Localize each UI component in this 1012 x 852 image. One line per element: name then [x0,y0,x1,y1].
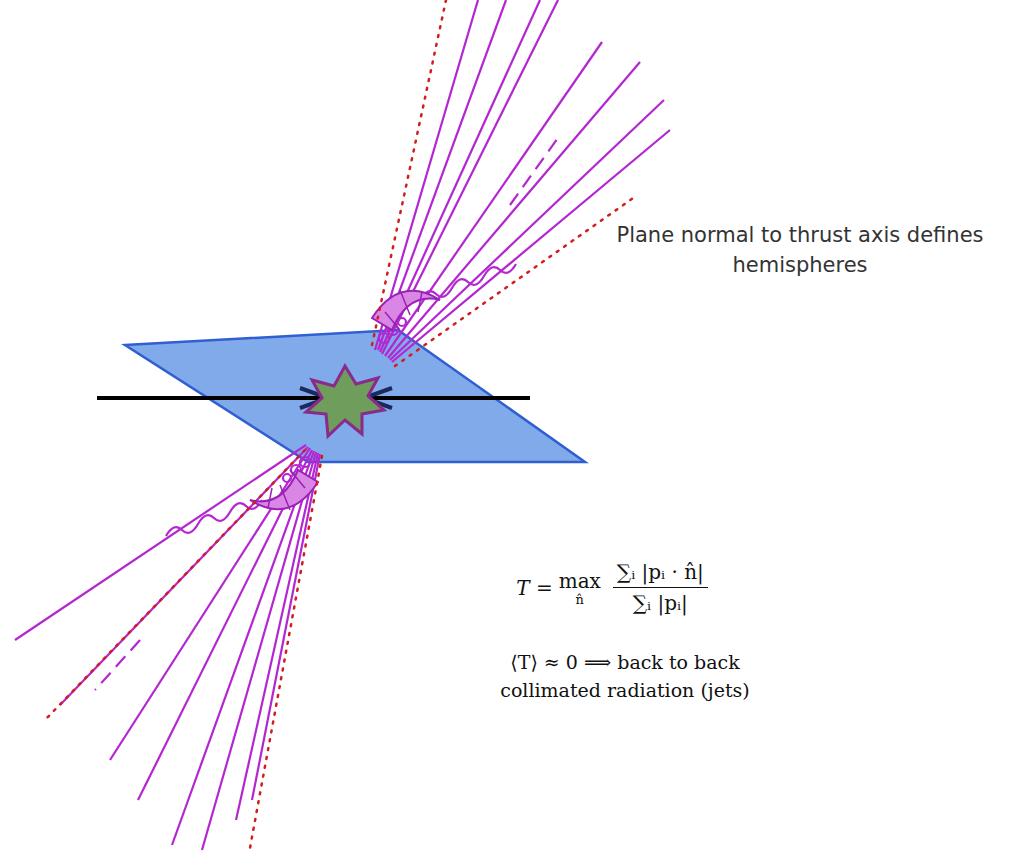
formula-part: ∑ᵢ |pᵢ| [629,588,692,615]
max-operator: max n̂ [559,569,601,607]
hadronization-blob [385,290,422,330]
hadronization-blob [250,470,318,509]
upper-jet [375,0,670,362]
formula-part: max [559,569,601,593]
beam-line [97,396,530,400]
thrust-formula: T = max n̂ ∑ᵢ |pᵢ · n̂| ∑ᵢ |pᵢ| [470,560,760,615]
formula-part: T = [516,576,552,600]
lower-jet [15,445,320,850]
formula-part: ∑ᵢ |pᵢ · n̂| [613,560,708,588]
jet-cone [45,0,636,848]
annotation: Plane normal to thrust axis defines hemi… [600,220,1000,280]
annotation: ⟨T⟩ ≈ 0 ⟹ back to back collimated radiat… [465,648,785,704]
fraction: ∑ᵢ |pᵢ · n̂| ∑ᵢ |pᵢ| [613,560,708,615]
hadronization-blob [268,470,305,510]
hadronization-blob [372,291,440,330]
collision-star [306,366,384,436]
formula-part: n̂ [576,593,584,607]
